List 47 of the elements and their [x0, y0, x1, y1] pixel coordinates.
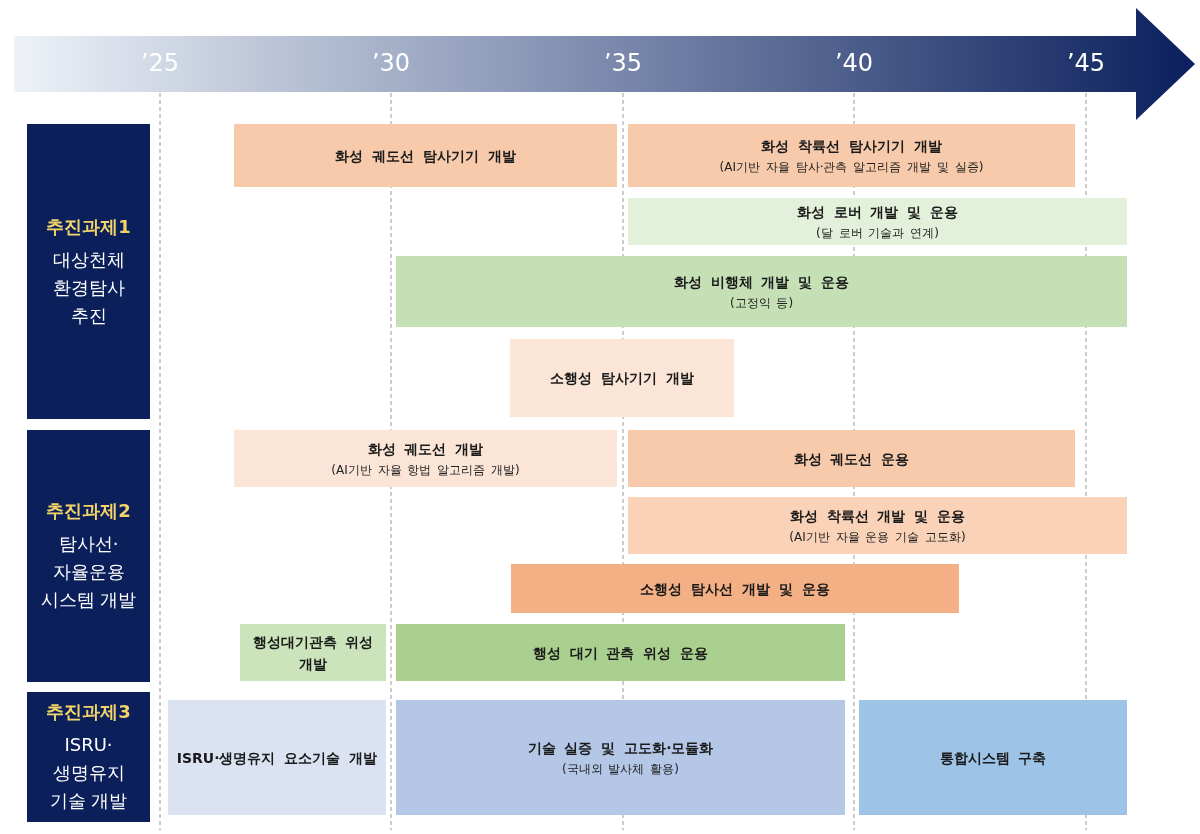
year-label: ’40 — [833, 48, 875, 78]
bar-title: 화성 궤도선 개발 — [367, 439, 484, 459]
bar-title: 행성 대기 관측 위성 운용 — [532, 643, 709, 663]
bar-title: 소행성 탐사선 개발 및 운용 — [640, 579, 830, 599]
year-label: ’30 — [370, 48, 412, 78]
timeline-bar — [628, 430, 1075, 487]
bar-subtitle: (달 로버 기술과 연계) — [816, 224, 939, 242]
task-title: 탐사선· 자율운용 시스템 개발 — [39, 532, 138, 612]
timeline-bar — [511, 564, 959, 613]
task-number: 추진과제1 — [46, 214, 131, 239]
bar-title: 소행성 탐사기기 개발 — [550, 369, 694, 388]
bar-title: ISRU·생명유지 요소기술 개발 — [176, 748, 378, 768]
year-label: ’45 — [1065, 48, 1107, 78]
bar-subtitle: (AI기반 자율 항법 알고리즘 개발) — [331, 461, 520, 479]
bar-title: 화성 비행체 개발 및 운용 — [673, 272, 850, 292]
bar-title: 화성 궤도선 운용 — [793, 449, 910, 469]
timeline-bar — [234, 124, 617, 187]
timeline-bar — [628, 124, 1075, 187]
bar-title: 통합시스템 구축 — [939, 748, 1047, 768]
task-title: 대상천체 환경탐사 추진 — [51, 247, 126, 328]
bar-subtitle: (국내외 발사체 활용) — [562, 760, 679, 778]
bar-subtitle: (AI기반 자율 운용 기술 고도화) — [789, 528, 966, 546]
timeline-bar — [628, 198, 1127, 245]
task-title: ISRU· 생명유지 기술 개발 — [48, 733, 129, 813]
timeline-bar — [234, 430, 617, 487]
task-category-panel — [27, 124, 150, 419]
year-label: ’35 — [602, 48, 644, 78]
bar-title: 화성 착륙선 탐사기기 개발 — [761, 136, 942, 156]
task-category-panel — [27, 692, 150, 822]
bar-title: 화성 궤도선 탐사기기 개발 — [335, 146, 516, 166]
timeline-bar — [628, 497, 1127, 554]
timeline-bar — [168, 700, 386, 815]
timeline-bar — [510, 339, 734, 417]
bar-title: 화성 착륙선 개발 및 운용 — [789, 506, 966, 526]
task-number: 추진과제3 — [46, 700, 131, 724]
bar-title: 기술 실증 및 고도화·모듈화 — [527, 738, 714, 758]
bar-title: 화성 로버 개발 및 운용 — [796, 202, 959, 222]
timeline-bar — [396, 624, 845, 681]
bar-title: 행성대기관측 위성 개발 — [251, 632, 375, 674]
timeline-bar — [396, 700, 845, 815]
task-number: 추진과제2 — [46, 499, 131, 523]
timeline-bar — [859, 700, 1127, 815]
task-category-panel — [27, 430, 150, 682]
bar-subtitle: (고정익 등) — [729, 294, 794, 312]
timeline-bar — [240, 624, 386, 681]
timeline-bar — [396, 256, 1127, 327]
bar-subtitle: (AI기반 자율 탐사·관측 알고리즘 개발 및 실증) — [719, 158, 984, 176]
